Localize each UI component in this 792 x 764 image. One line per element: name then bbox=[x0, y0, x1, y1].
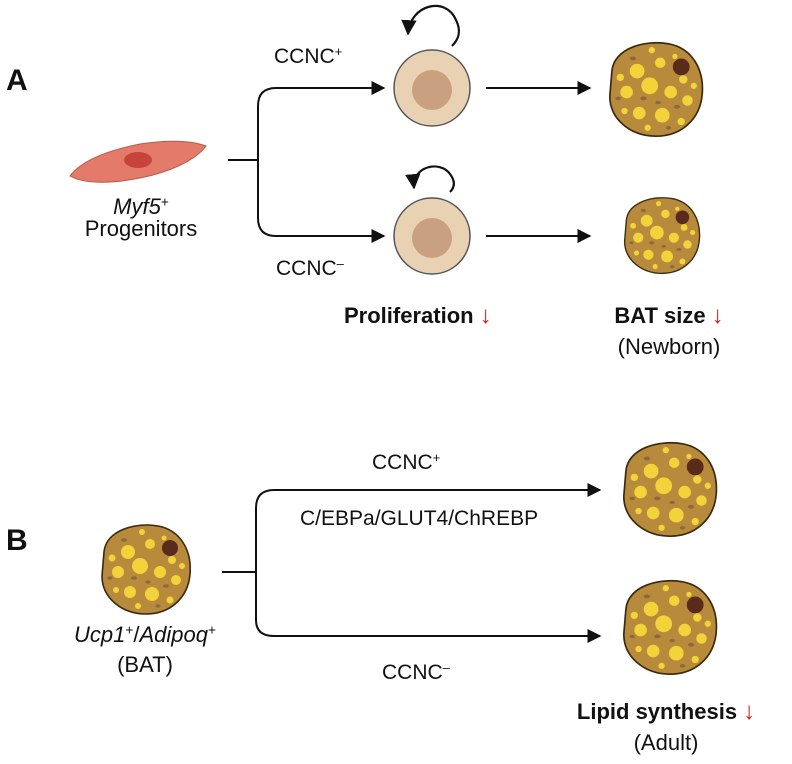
proliferation-text: Proliferation bbox=[344, 303, 474, 328]
proliferating-cell-bottom bbox=[393, 197, 471, 275]
pathway-label: C/EBPa/GLUT4/ChREBP bbox=[300, 507, 539, 530]
branch-label-a-bottom: CCNC– bbox=[276, 255, 344, 280]
lipid-synthesis-label: Lipid synthesis↓ (Adult) bbox=[546, 700, 786, 754]
down-arrow-icon: ↓ bbox=[711, 302, 724, 329]
branch-label-a-bottom-sup: – bbox=[336, 255, 344, 271]
gene1: Ucp1 bbox=[74, 622, 126, 647]
down-arrow-icon: ↓ bbox=[743, 698, 756, 725]
branch-label-a-top-text: CCNC bbox=[274, 45, 335, 68]
branch-label-b-bottom-sup: – bbox=[442, 659, 450, 675]
proliferating-cell-top bbox=[393, 49, 471, 127]
branch-label-b-bottom: CCNC– bbox=[382, 659, 450, 684]
tissue-label: (BAT) bbox=[117, 652, 173, 677]
source-cell-label: Ucp1+/Adipoq+ (BAT) bbox=[40, 622, 250, 677]
branch-label-b-top-text: CCNC bbox=[372, 451, 433, 474]
branch-arrow-b-top bbox=[255, 483, 602, 572]
gene1-sup: + bbox=[125, 622, 134, 638]
lipid-synthesis-note: (Adult) bbox=[633, 730, 699, 755]
self-renewal-arrow-icon bbox=[401, 4, 461, 47]
self-renewal-arrow-icon-small bbox=[405, 165, 455, 193]
branch-label-b-top-sup: + bbox=[432, 449, 441, 465]
bat-size-note: (Newborn) bbox=[617, 334, 721, 359]
brown-adipocyte-icon-b-top bbox=[622, 441, 718, 538]
gene-separator: / bbox=[133, 622, 140, 647]
progenitor-sup: + bbox=[160, 194, 169, 210]
progenitor-label: Myf5+ Progenitors bbox=[66, 194, 216, 241]
bat-size-label: BAT size↓ (Newborn) bbox=[584, 304, 754, 358]
brown-adipocyte-icon-b-source bbox=[101, 524, 192, 615]
branch-label-b-top: CCNC+ bbox=[372, 449, 441, 474]
branch-label-b-bottom-text: CCNC bbox=[382, 661, 443, 684]
gene2-sup: + bbox=[208, 622, 216, 638]
panel-label-a: A bbox=[6, 64, 28, 97]
branch-label-a-top: CCNC+ bbox=[274, 43, 343, 68]
brown-adipocyte-icon-a-bottom bbox=[623, 197, 701, 275]
bat-size-text: BAT size bbox=[614, 303, 706, 328]
lipid-synthesis-text: Lipid synthesis bbox=[576, 699, 738, 724]
branch-arrow-b-bottom bbox=[255, 572, 602, 643]
proliferation-label: Proliferation↓ bbox=[344, 304, 492, 328]
down-arrow-icon: ↓ bbox=[479, 302, 492, 329]
branch-label-a-top-sup: + bbox=[334, 43, 343, 59]
panel-label-b: B bbox=[6, 524, 28, 557]
progenitor-word: Progenitors bbox=[84, 216, 198, 241]
branch-arrow-a-bottom bbox=[257, 160, 386, 243]
gene2: Adipoq bbox=[139, 622, 208, 647]
brown-adipocyte-icon-a-top bbox=[608, 41, 704, 138]
branch-arrow-a-top bbox=[257, 81, 386, 160]
branch-label-a-bottom-text: CCNC bbox=[276, 257, 337, 280]
brown-adipocyte-icon-b-bottom bbox=[622, 579, 718, 676]
progenitor-cell-icon bbox=[69, 140, 207, 183]
progenitor-gene: Myf5 bbox=[113, 194, 161, 219]
